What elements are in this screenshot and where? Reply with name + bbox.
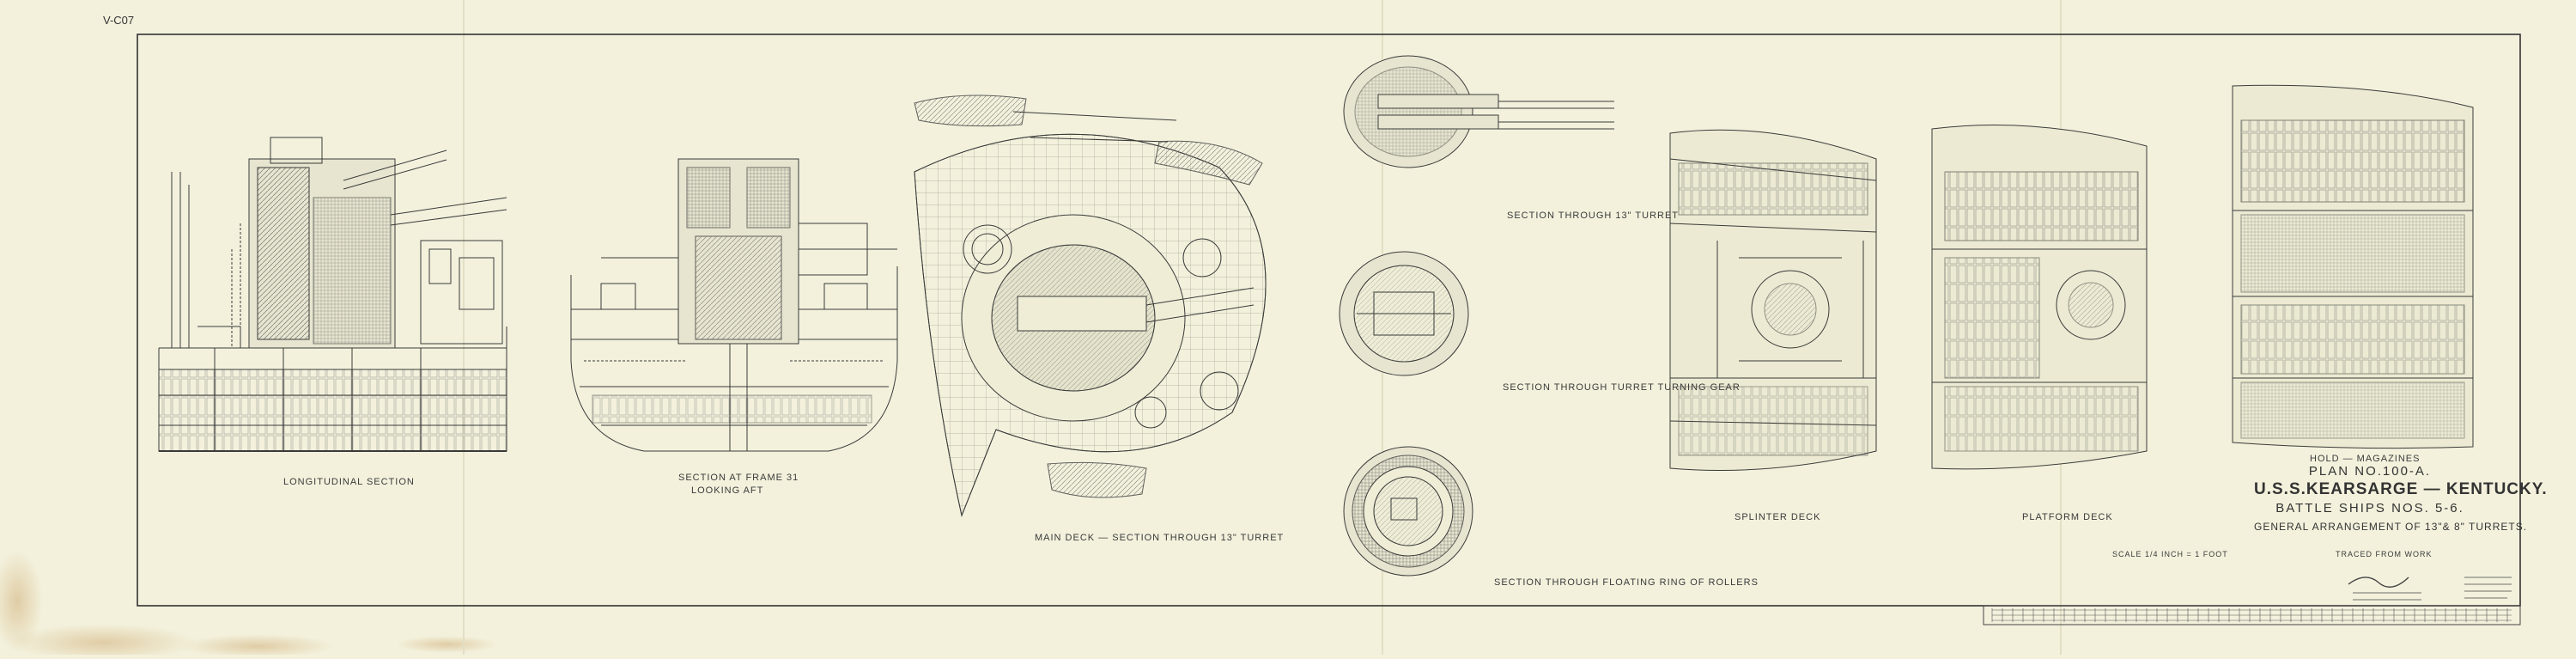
label-looking-aft: LOOKING AFT [691,485,764,496]
plan-description: GENERAL ARRANGEMENT OF 13"& 8" TURRETS. [2254,521,2528,533]
platform-deck-plan-drawing [1931,125,2148,470]
longitudinal-section-drawing [158,137,507,452]
turning-gear-section-drawing [1339,251,1469,376]
plan-number: PLAN NO.100-A. [2308,464,2432,479]
label-floating-ring: SECTION THROUGH FLOATING RING OF ROLLERS [1494,577,1759,588]
approval-block [2348,577,2512,601]
roller-ring-section-drawing [1343,446,1473,577]
label-splinter-deck: SPLINTER DECK [1735,512,1821,522]
label-section-13-turret: SECTION THROUGH 13" TURRET [1507,211,1680,221]
sheet-border [137,34,2521,607]
ship-names: U.S.S.KEARSARGE — KENTUCKY. [2254,480,2548,498]
title-block: PLAN NO.100-A. U.S.S.KEARSARGE — KENTUCK… [2254,464,2548,533]
sheet-id: V-C07 [103,14,135,27]
label-longitudinal-section: LONGITUDINAL SECTION [283,477,415,487]
scale-note: SCALE 1/4 INCH = 1 FOOT [2112,550,2228,558]
hold-magazines-plan-drawing [2232,84,2474,449]
frame-section-drawing [570,158,898,452]
ship-class: BATTLE SHIPS NOS. 5-6. [2275,501,2464,516]
label-platform-deck: PLATFORM DECK [2022,512,2113,522]
label-holds-magazines: HOLD — MAGAZINES [2310,454,2421,464]
turret-section-drawing [1343,55,1614,168]
scale-bar [1983,605,2521,625]
traced-from-note: TRACED FROM WORK [2336,550,2433,558]
label-section-frame: SECTION AT FRAME 31 [678,473,799,483]
main-deck-plan-drawing [914,95,1267,517]
label-main-deck: MAIN DECK — SECTION THROUGH 13" TURRET [1035,533,1285,543]
splinter-deck-plan-drawing [1669,129,1877,471]
paper-stains [0,0,2062,659]
label-turning-gear: SECTION THROUGH TURRET TURNING GEAR [1503,382,1741,393]
